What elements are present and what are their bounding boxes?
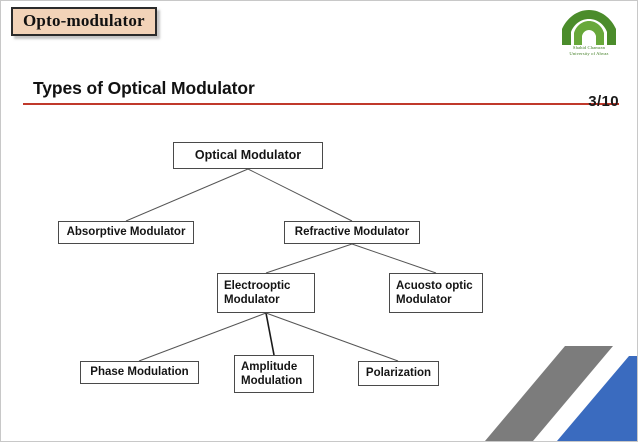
page-title: Types of Optical Modulator [33, 78, 255, 98]
edge-electrooptic-phase [138, 312, 267, 362]
node-optical-modulator[interactable]: Optical Modulator [173, 142, 323, 169]
edge-root-absorptive [125, 168, 249, 222]
university-logo: Shahid Chamran University of Ahvaz [549, 5, 629, 67]
edge-refractive-electrooptic [265, 243, 353, 274]
logo-text-block: Shahid Chamran University of Ahvaz [549, 45, 629, 57]
logo-line-1: Shahid Chamran [572, 45, 606, 50]
node-amplitude-modulation[interactable]: Amplitude Modulation [234, 355, 314, 393]
node-absorptive-modulator[interactable]: Absorptive Modulator [58, 221, 194, 244]
topic-badge: Opto-modulator [11, 7, 157, 36]
node-acousto-optic-modulator[interactable]: Acuosto optic Modulator [389, 273, 483, 313]
edge-electrooptic-polarization [265, 312, 399, 362]
page-number: 3/10 [588, 93, 619, 110]
node-electrooptic-modulator[interactable]: Electrooptic Modulator [217, 273, 315, 313]
edge-refractive-acousto [351, 243, 437, 274]
title-underline-rule [23, 103, 619, 105]
edge-electrooptic-amplitude [265, 312, 275, 356]
logo-mark-icon [562, 10, 616, 45]
edge-root-refractive [247, 168, 353, 222]
logo-line-2: University of Ahvaz [569, 51, 609, 57]
node-refractive-modulator[interactable]: Refractive Modulator [284, 221, 420, 244]
node-phase-modulation[interactable]: Phase Modulation [80, 361, 199, 384]
node-polarization[interactable]: Polarization [358, 361, 439, 386]
